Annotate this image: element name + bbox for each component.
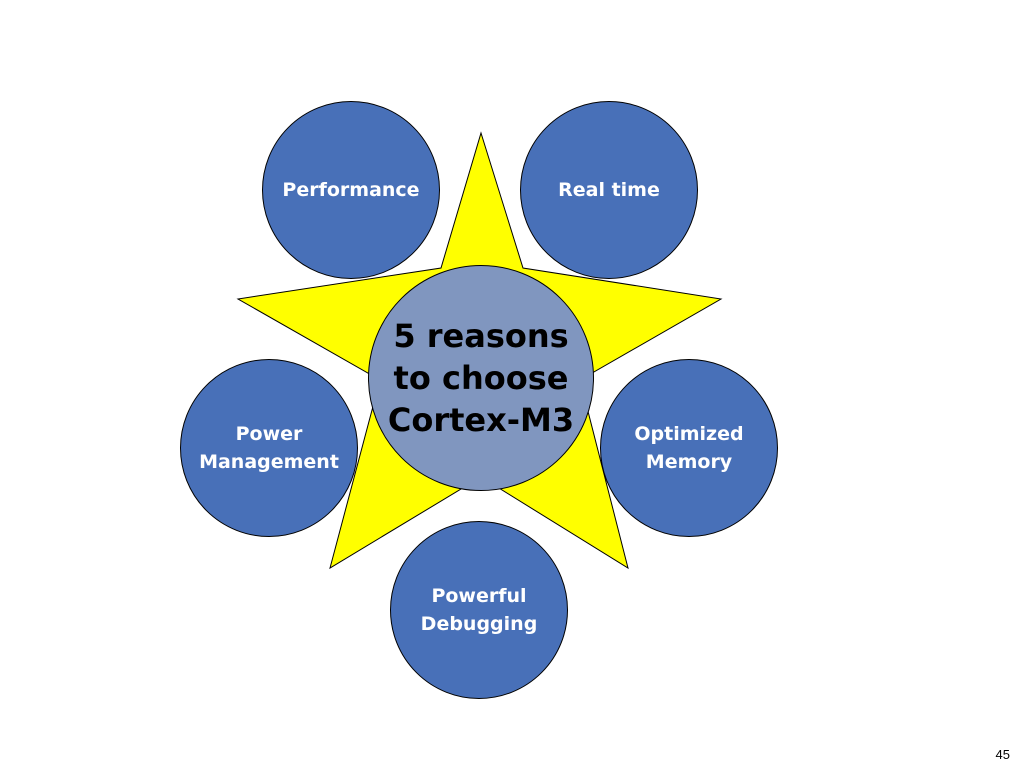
center-title: 5 reasons to choose Cortex-M3 — [387, 317, 575, 439]
reason-label-performance: Performance — [282, 179, 420, 201]
reason-circle-optimized-memory: Optimized Memory — [600, 359, 778, 537]
reason-label-power-management: Power Management — [199, 423, 339, 473]
reason-circle-real-time: Real time — [520, 101, 698, 279]
reason-circle-powerful-debugging: Powerful Debugging — [390, 521, 568, 699]
reason-label-powerful-debugging: Powerful Debugging — [420, 585, 538, 635]
reason-label-real-time: Real time — [558, 179, 660, 201]
page-number: 45 — [995, 747, 1010, 762]
reason-circle-power-management: Power Management — [180, 359, 358, 537]
reason-label-optimized-memory: Optimized Memory — [634, 423, 744, 473]
reason-circle-performance: Performance — [262, 101, 440, 279]
center-circle: 5 reasons to choose Cortex-M3 — [368, 265, 594, 491]
